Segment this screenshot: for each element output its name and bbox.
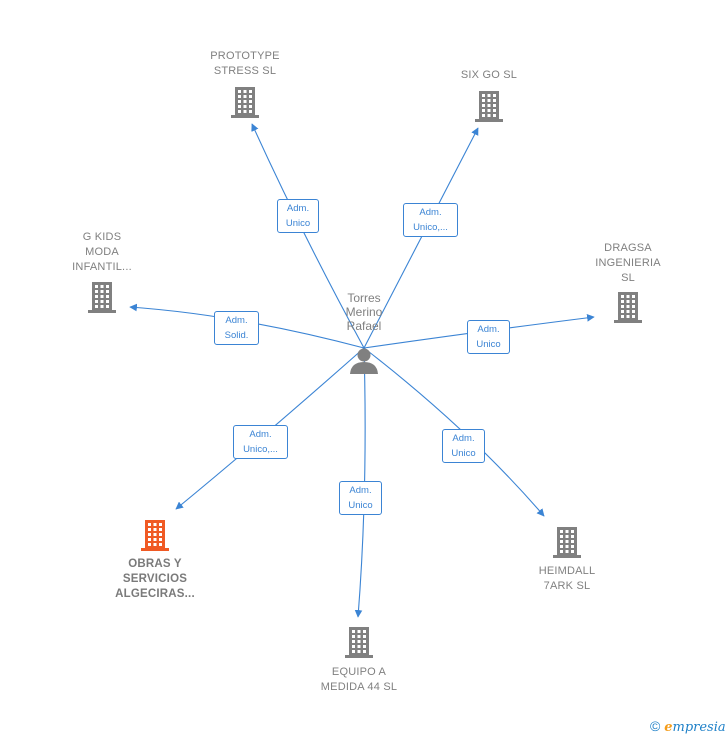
company-label-line: OBRAS Y <box>128 558 182 570</box>
person-icon[interactable] <box>350 348 378 375</box>
building-icon[interactable] <box>141 520 169 551</box>
edge-label-line: Unico <box>451 448 476 459</box>
company-label-line: G KIDS <box>82 231 122 243</box>
building-icon[interactable] <box>475 91 503 122</box>
company-label-line: STRESS SL <box>213 65 277 77</box>
company-label-line: 7ARK SL <box>543 580 591 592</box>
copyright-symbol: © <box>650 718 661 734</box>
building-icon[interactable] <box>231 87 259 118</box>
edge-label-line: Unico <box>285 218 311 229</box>
company-label-heimdall[interactable]: HEIMDALL 7ARK SL <box>487 564 647 594</box>
footer-brand[interactable]: © empresia <box>650 718 726 735</box>
edge-label-line: Adm. <box>419 207 442 218</box>
company-label-line: INFANTIL... <box>72 261 132 273</box>
company-label-line: SIX GO SL <box>460 69 518 81</box>
edge-label-line: Adm. <box>477 324 500 335</box>
edge-label-line: Unico,... <box>413 222 448 233</box>
edge-label-line: Adm. <box>225 315 248 326</box>
company-label-line: MODA <box>85 246 119 258</box>
edge-label-prototype[interactable]: Adm. Unico <box>277 199 319 233</box>
company-label-line: MEDIDA 44 SL <box>320 681 398 693</box>
edge-label-line: Unico <box>476 339 501 350</box>
edge-label-dragsa[interactable]: Adm. Unico <box>467 320 510 354</box>
edge-label-line: Adm. <box>349 485 372 496</box>
edge-label-equipo[interactable]: Adm. Unico <box>339 481 382 515</box>
edge-label-line: Adm. <box>452 433 475 444</box>
company-label-line: INGENIERIA <box>595 257 661 269</box>
company-label-line: HEIMDALL <box>538 565 596 577</box>
edge-label-obras[interactable]: Adm. Unico,... <box>233 425 288 459</box>
person-name-line: Torres <box>347 291 381 305</box>
edge-label-heimdall[interactable]: Adm. Unico <box>442 429 485 463</box>
company-label-prototype[interactable]: PROTOTYPE STRESS SL <box>165 49 325 79</box>
building-icon[interactable] <box>614 292 642 323</box>
icons-layer <box>88 87 642 658</box>
company-label-dragsa[interactable]: DRAGSA INGENIERIA SL <box>548 241 708 286</box>
person-name-line: Merino <box>345 305 383 319</box>
company-label-line: DRAGSA <box>604 242 652 254</box>
edge-label-line: Adm. <box>286 203 310 214</box>
company-label-sixgo[interactable]: SIX GO SL <box>409 68 569 83</box>
company-label-line: ALGECIRAS... <box>115 588 195 600</box>
edge-label-line: Unico <box>348 500 373 511</box>
edge-prototype <box>251 123 365 349</box>
edge-sixgo <box>363 127 479 349</box>
company-label-obras[interactable]: OBRAS Y SERVICIOS ALGECIRAS... <box>75 557 235 602</box>
edge-label-gkids[interactable]: Adm. Solid. <box>214 311 259 345</box>
edge-label-sixgo[interactable]: Adm. Unico,... <box>403 203 458 237</box>
empresia-logo: empresia <box>664 720 726 735</box>
company-label-gkids[interactable]: G KIDS MODA INFANTIL... <box>22 230 182 275</box>
company-label-line: SL <box>621 272 635 284</box>
company-label-equipo[interactable]: EQUIPO A MEDIDA 44 SL <box>279 665 439 695</box>
company-label-line: SERVICIOS <box>122 573 188 585</box>
building-icon[interactable] <box>345 627 373 658</box>
edge-label-line: Solid. <box>224 330 249 341</box>
building-icon[interactable] <box>553 527 581 558</box>
company-label-line: EQUIPO A <box>331 666 387 678</box>
person-name-line: Rafael <box>346 319 382 333</box>
edge-label-line: Unico,... <box>243 444 278 455</box>
building-icon[interactable] <box>88 282 116 313</box>
edge-label-line: Adm. <box>249 429 272 440</box>
company-label-line: PROTOTYPE <box>210 50 280 62</box>
